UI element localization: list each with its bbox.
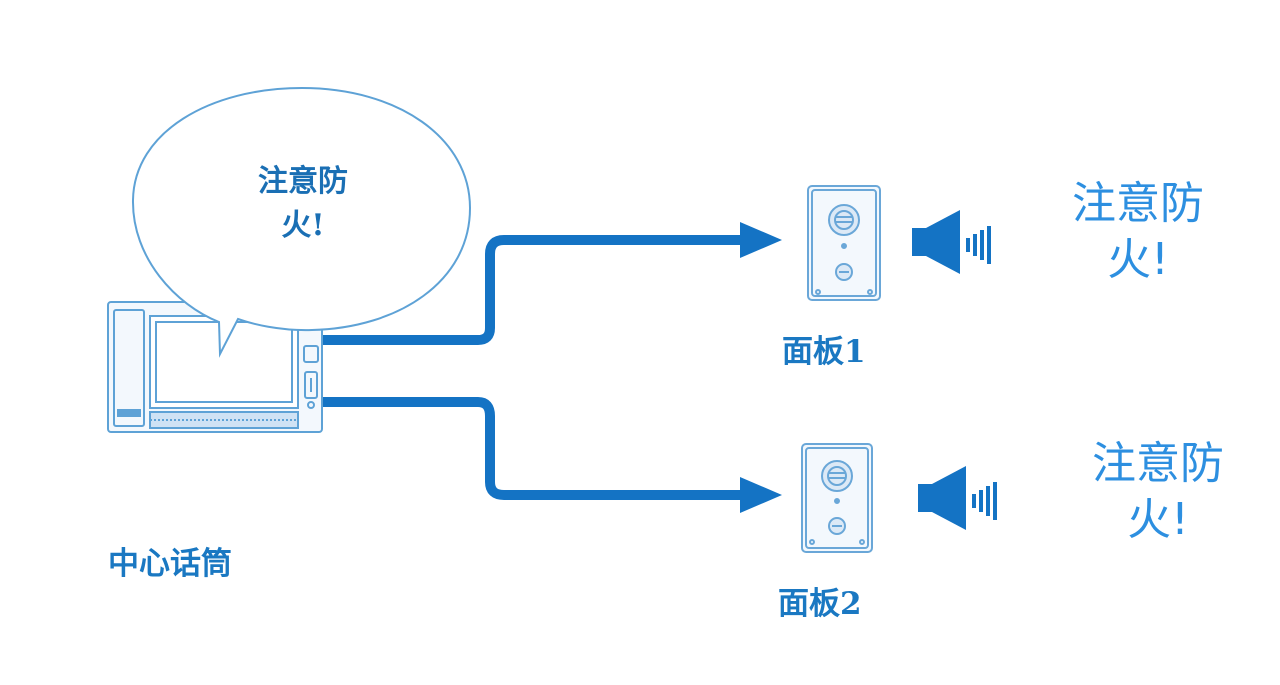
panel-1-label: 面板1 [782,334,866,370]
panel-1-announcement-line-2: 火! [1107,234,1169,285]
arrow-to-panel-2 [322,397,782,513]
speaker-icon-2 [918,466,997,530]
center-handset-label: 中心话筒 [108,546,232,582]
bubble-line-2: 火! [281,208,325,243]
panel-2-announcement-line-2: 火! [1127,494,1189,545]
door-panel-icon-2 [801,443,873,553]
bubble-line-1: 注意防 [258,164,348,199]
panel-2-announcement: 注意防 火! [1068,436,1248,548]
bubble-message: 注意防 火! [228,160,378,248]
speaker-icon-1 [912,210,991,274]
panel-1-announcement-line-1: 注意防 [1072,178,1204,229]
speech-bubble-icon [131,86,472,358]
panel-1-announcement: 注意防 火! [1048,176,1228,288]
panel-2-label: 面板2 [778,586,862,622]
door-panel-icon-1 [807,185,881,301]
panel-2-announcement-line-1: 注意防 [1092,438,1224,489]
arrow-to-panel-1 [322,222,782,345]
